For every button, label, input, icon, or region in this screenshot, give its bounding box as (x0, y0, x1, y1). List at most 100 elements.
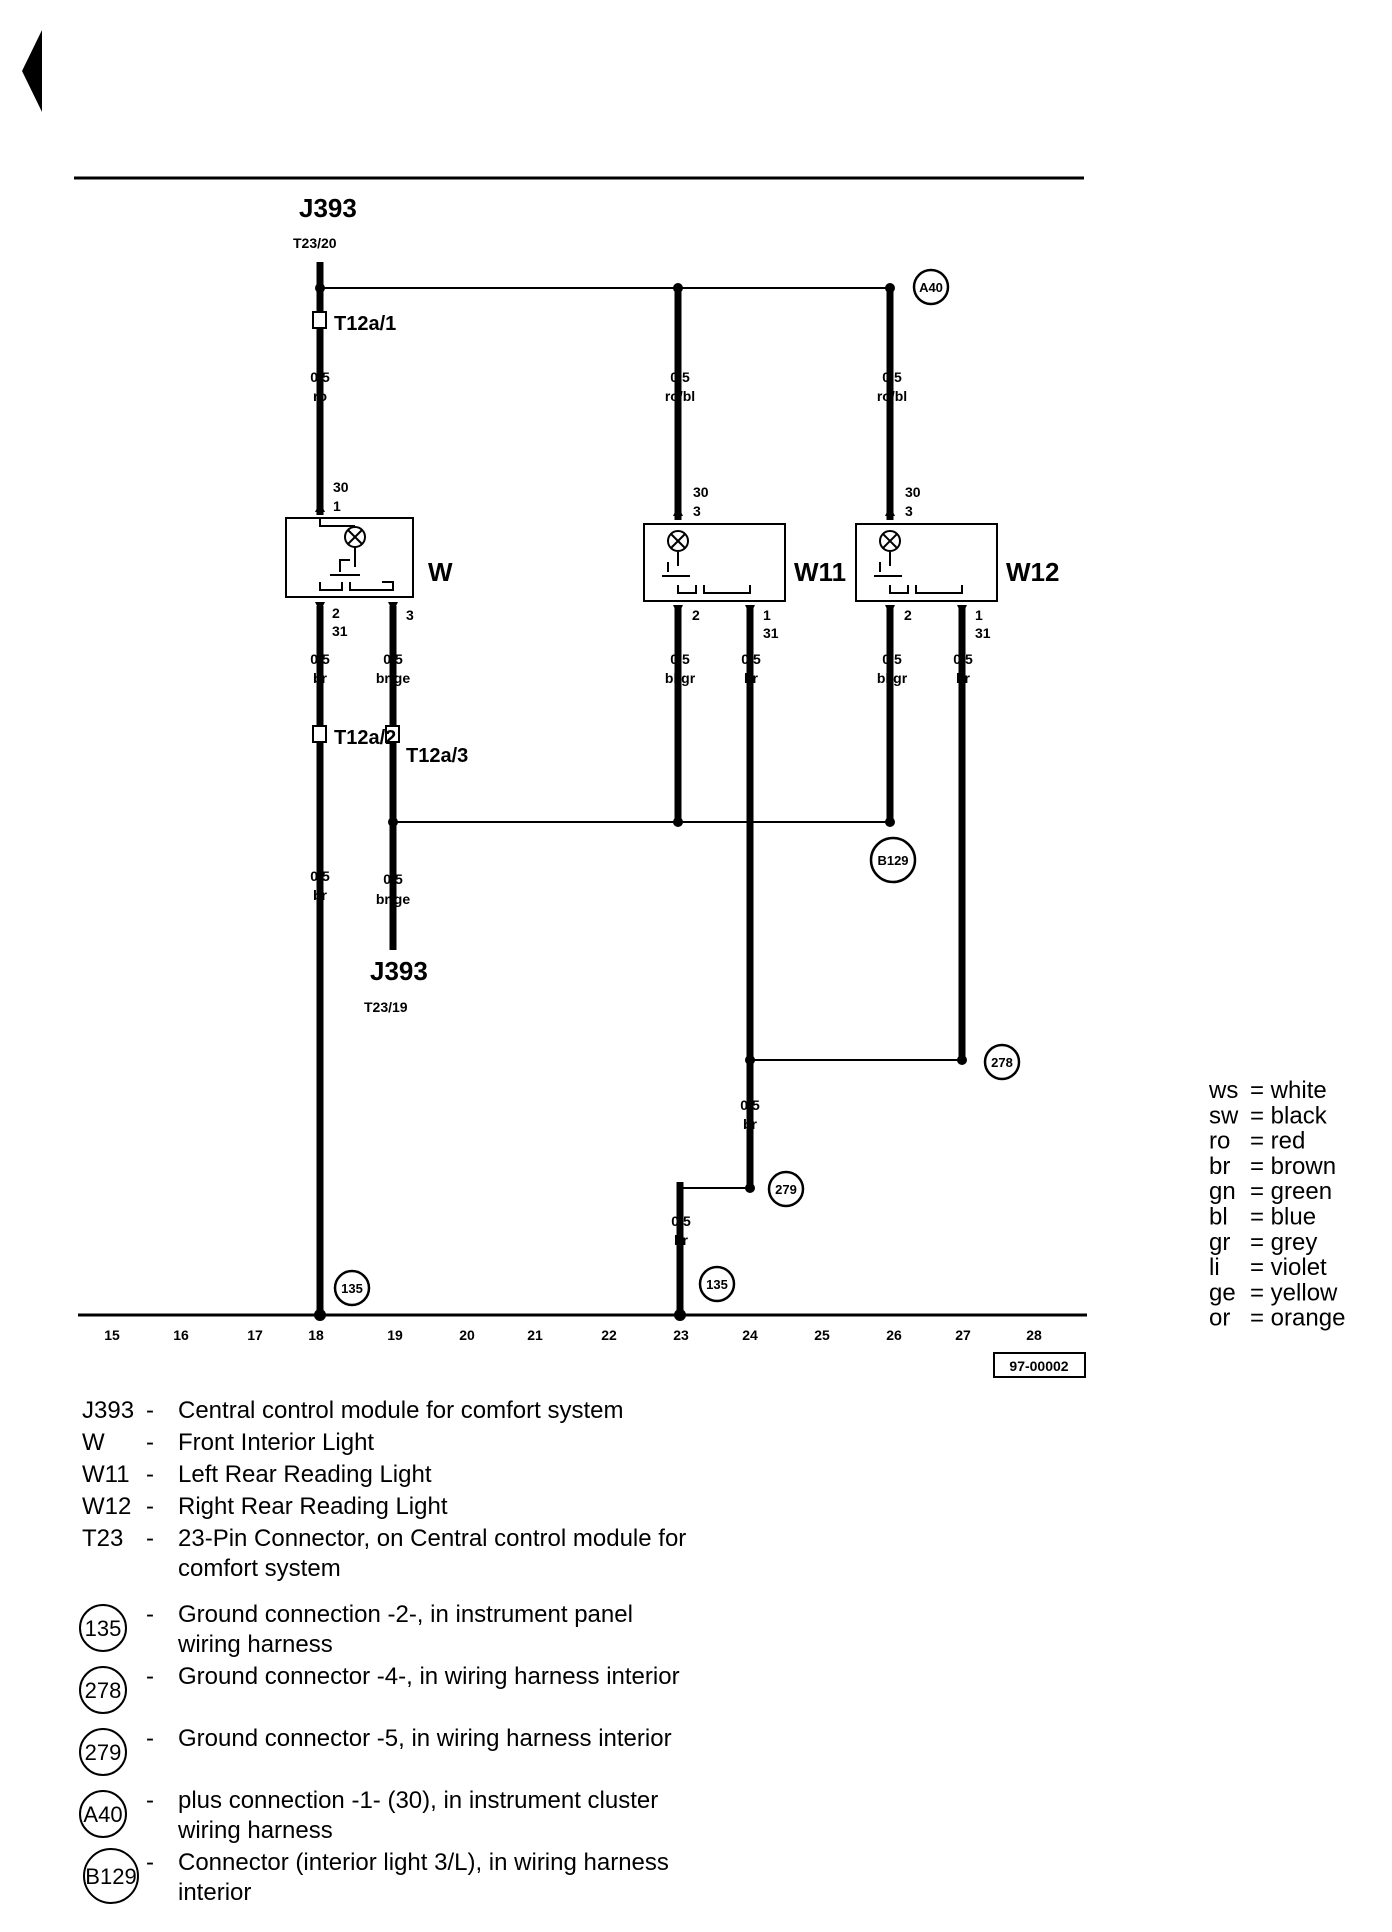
module-top-pin: T23/20 (293, 235, 337, 251)
pin-w-in-b: 1 (333, 498, 341, 514)
connector-t12a1-symbol (312, 311, 327, 329)
legend-code: ws (1208, 1077, 1238, 1104)
module-bottom-pin: T23/19 (364, 999, 408, 1015)
description-dash: - (146, 1601, 154, 1628)
scale-number: 23 (673, 1327, 689, 1343)
diagram-id-box (993, 1352, 1086, 1378)
ground-description-circle (79, 1604, 127, 1652)
wire-w-brge-color: br/ge (376, 670, 410, 686)
pin-w-out1-b: 31 (332, 623, 348, 639)
ground-description-text: Ground connection -2-, in instrument pan… (178, 1601, 633, 1658)
component-w12-box (855, 523, 998, 602)
component-w12-label: W12 (1006, 557, 1059, 587)
arrow-icon (673, 506, 683, 516)
wire-w-br-low-gauge: 0,5 (310, 868, 330, 884)
component-w11-box (643, 523, 786, 602)
ground-a40-label: A40 (919, 280, 943, 295)
pin-w11-in-a: 30 (693, 484, 709, 500)
scale-number: 22 (601, 1327, 617, 1343)
ground-135b-label: 135 (706, 1277, 728, 1292)
arrow-icon (885, 506, 895, 516)
pin-w12-out2-b: 31 (975, 625, 991, 641)
lamp-icon (670, 533, 686, 549)
wire-w11-blgr-color: bl/gr (665, 670, 696, 686)
lamp-icon (882, 533, 898, 549)
junction-dot (674, 1309, 686, 1321)
description-text: Right Rear Reading Light (178, 1493, 448, 1520)
description-text: 23-Pin Connector, on Central control mod… (178, 1525, 687, 1582)
arrow-icon (315, 602, 325, 612)
scale-number: 27 (955, 1327, 971, 1343)
description-dash: - (146, 1493, 154, 1520)
description-dash: - (146, 1663, 154, 1690)
wire-w-br-low-color: br (313, 887, 328, 903)
arrow-icon (315, 502, 325, 512)
wire-w-br-gauge: 0,5 (310, 651, 330, 667)
component-w-label: W (428, 557, 453, 587)
description-text: Front Interior Light (178, 1429, 375, 1456)
ground-description-row: -plus connection -1- (30), in instrument… (146, 1786, 766, 1846)
pin-w12-out1: 2 (904, 607, 912, 623)
ground-b129-label: B129 (877, 853, 908, 868)
legend-name: = violet (1250, 1254, 1327, 1281)
ground-description-code: B129 (85, 1864, 136, 1889)
ground-description-code: 279 (85, 1740, 122, 1765)
back-arrow-icon[interactable] (22, 30, 42, 112)
legend-name: = brown (1250, 1153, 1336, 1180)
legend-code: gn (1209, 1178, 1236, 1205)
description-row: T23-23-Pin Connector, on Central control… (82, 1524, 782, 1584)
ground-135a-symbol (333, 1269, 371, 1307)
wire-w-brge-low-color: br/ge (376, 891, 410, 907)
ground-description-row: -Connector (interior light 3/L), in wiri… (146, 1848, 766, 1908)
legend-code: ge (1209, 1279, 1236, 1306)
description-dash: - (146, 1787, 154, 1814)
legend-name: = white (1250, 1077, 1327, 1104)
description-dash: - (146, 1849, 154, 1876)
pin-w12-in-b: 3 (905, 503, 913, 519)
description-row: W12-Right Rear Reading Light (82, 1492, 782, 1522)
wire-w11-top-color: ro/bl (665, 388, 695, 404)
switch-icon (319, 518, 394, 591)
pin-w-out1-a: 2 (332, 605, 340, 621)
legend-code: bl (1209, 1204, 1228, 1231)
scale-number: 26 (886, 1327, 902, 1343)
pin-w11-out2-a: 1 (763, 607, 771, 623)
connector-t12a2-symbol (312, 725, 327, 743)
connector-t12a1-label: T12a/1 (334, 313, 396, 335)
ground-description-circle (79, 1790, 127, 1838)
junction-dot (957, 1055, 967, 1065)
ground-description-circle (79, 1666, 127, 1714)
connector-t12a2-label: T12a/2 (334, 727, 396, 749)
description-dash: - (146, 1461, 154, 1488)
wire-w12-top-color: ro/bl (877, 388, 907, 404)
arrow-icon (388, 602, 398, 612)
junction-dot (745, 1183, 755, 1193)
ground-description-row: -Ground connection -2-, in instrument pa… (146, 1600, 766, 1660)
legend-name: = red (1250, 1128, 1305, 1155)
description-text: Central control module for comfort syste… (178, 1397, 624, 1424)
legend-name: = blue (1250, 1204, 1316, 1231)
scale-number: 24 (742, 1327, 758, 1343)
legend-name: = yellow (1250, 1279, 1338, 1306)
scale-number: 16 (173, 1327, 189, 1343)
scale-number: 17 (247, 1327, 263, 1343)
wire-w-brge-gauge: 0,5 (383, 651, 403, 667)
description-dash: - (146, 1429, 154, 1456)
ground-description-circle (79, 1728, 127, 1776)
module-top-name: J393 (299, 193, 357, 223)
wire-w12-br-color: br (956, 670, 971, 686)
ground-b129-symbol (869, 836, 917, 884)
legend-code: sw (1209, 1102, 1239, 1129)
scale-number: 18 (308, 1327, 324, 1343)
wire-w12-br-gauge: 0,5 (953, 651, 973, 667)
wire-w12-blgr-color: bl/gr (877, 670, 908, 686)
ground-description-row: -Ground connector -5, in wiring harness … (146, 1724, 766, 1754)
ground-description-code: 278 (85, 1678, 122, 1703)
junction-dot (314, 1309, 326, 1321)
description-code: W12 (82, 1493, 132, 1520)
description-dash: - (146, 1525, 154, 1552)
scale-number: 15 (104, 1327, 120, 1343)
legend-name: = grey (1250, 1229, 1317, 1256)
legend-code: or (1209, 1305, 1230, 1332)
